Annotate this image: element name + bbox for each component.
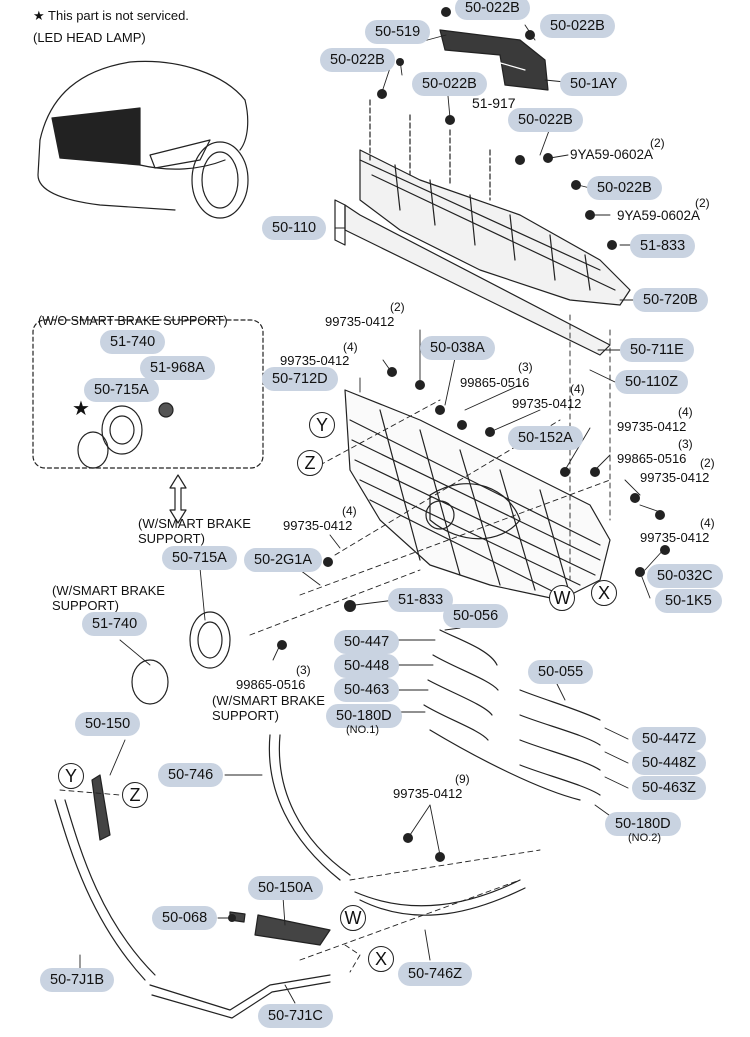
callout-50-032c[interactable]: 50-032C xyxy=(647,564,723,588)
callout-50-180d-1[interactable]: 50-180D xyxy=(326,704,402,728)
callout-50-448z[interactable]: 50-448Z xyxy=(632,751,707,775)
wo-smart-brake-label: (W/O SMART BRAKE SUPPORT) xyxy=(38,314,228,328)
upper-frame xyxy=(359,99,631,306)
callout-50-711e[interactable]: 50-711E xyxy=(620,338,694,362)
qty-99735-3: (4) xyxy=(570,382,585,396)
qty-99735-5: (2) xyxy=(700,456,715,470)
callout-50-180d-2[interactable]: 50-180D xyxy=(605,812,681,836)
callout-50-746z[interactable]: 50-746Z xyxy=(398,962,473,986)
fasteners xyxy=(228,7,670,922)
car-front-illustration xyxy=(37,60,249,219)
label-99865-0516-2[interactable]: 99865-0516 xyxy=(617,451,687,466)
callout-50-022b-1[interactable]: 50-022B xyxy=(455,0,530,20)
callout-50-022b-2[interactable]: 50-022B xyxy=(540,14,615,38)
callout-50-110[interactable]: 50-110 xyxy=(262,216,327,240)
qty-99735-6: (4) xyxy=(700,516,715,530)
label-99735-0412-8[interactable]: 99735-0412 xyxy=(393,786,463,801)
label-99735-0412-6[interactable]: 99735-0412 xyxy=(640,530,710,545)
no1-label: (NO.1) xyxy=(346,724,379,736)
callout-50-712d[interactable]: 50-712D xyxy=(262,367,338,391)
label-51-917[interactable]: 51-917 xyxy=(472,95,516,111)
callout-50-022b-6[interactable]: 50-022B xyxy=(587,176,662,200)
label-99735-0412-3[interactable]: 99735-0412 xyxy=(512,396,582,411)
qty-9ya59-1: (2) xyxy=(650,136,665,150)
qty-9ya59-2: (2) xyxy=(695,196,710,210)
label-99735-0412-1[interactable]: 99735-0412 xyxy=(325,314,395,329)
callout-50-1k5[interactable]: 50-1K5 xyxy=(655,589,722,613)
callout-51-740-2[interactable]: 51-740 xyxy=(82,612,148,636)
qty-99735-2: (4) xyxy=(343,340,358,354)
moldings xyxy=(423,629,601,801)
w-smart-brake-label-3: (W/SMART BRAKE SUPPORT) xyxy=(212,693,325,723)
callout-50-463[interactable]: 50-463 xyxy=(334,678,400,702)
callout-50-038a[interactable]: 50-038A xyxy=(420,336,495,360)
callout-50-463z[interactable]: 50-463Z xyxy=(632,776,707,800)
label-9ya59-0602a-1[interactable]: 9YA59-0602A xyxy=(570,147,654,162)
label-99735-0412-7[interactable]: 99735-0412 xyxy=(283,518,353,533)
callout-50-7j1c[interactable]: 50-7J1C xyxy=(258,1004,333,1028)
callout-50-110z[interactable]: 50-110Z xyxy=(615,370,688,394)
qty-99865-1: (3) xyxy=(518,360,533,374)
callout-50-022b-5[interactable]: 50-022B xyxy=(508,108,583,132)
callout-50-715a-2[interactable]: 50-715A xyxy=(162,546,237,570)
callout-50-056[interactable]: 50-056 xyxy=(443,604,509,628)
w-smart-brake-label-1: (W/SMART BRAKE SUPPORT) xyxy=(138,516,251,546)
ref-z: Z xyxy=(297,450,323,476)
ref-w-lower: W xyxy=(340,905,366,931)
callout-50-2g1a[interactable]: 50-2G1A xyxy=(244,548,323,572)
callout-51-833-2[interactable]: 51-833 xyxy=(388,588,454,612)
led-head-lamp-title: (LED HEAD LAMP) xyxy=(33,30,146,45)
label-99735-0412-4[interactable]: 99735-0412 xyxy=(617,419,687,434)
label-99735-0412-5[interactable]: 99735-0412 xyxy=(640,470,710,485)
callout-50-447[interactable]: 50-447 xyxy=(334,630,400,654)
w-smart-brake-label-2: (W/SMART BRAKE SUPPORT) xyxy=(52,583,165,613)
label-99865-0516-3[interactable]: 99865-0516 xyxy=(236,677,306,692)
callout-50-720b[interactable]: 50-720B xyxy=(633,288,708,312)
double-arrow xyxy=(169,474,187,524)
callout-50-7j1b[interactable]: 50-7J1B xyxy=(40,968,115,992)
callout-50-150[interactable]: 50-150 xyxy=(75,712,141,736)
ref-y: Y xyxy=(309,412,335,438)
ref-x: X xyxy=(591,580,617,606)
dashed-lines xyxy=(59,314,611,973)
callout-50-447z[interactable]: 50-447Z xyxy=(632,727,707,751)
lower-molding xyxy=(268,734,526,916)
option-box xyxy=(32,319,264,469)
callout-50-1ay[interactable]: 50-1AY xyxy=(560,72,628,96)
callout-50-055[interactable]: 50-055 xyxy=(528,660,594,684)
side-trims xyxy=(54,774,331,1019)
callout-50-715a-1[interactable]: 50-715A xyxy=(84,378,159,402)
callout-50-519[interactable]: 50-519 xyxy=(365,20,431,44)
ref-x-lower: X xyxy=(368,946,394,972)
callout-50-746[interactable]: 50-746 xyxy=(158,763,224,787)
ref-w: W xyxy=(549,585,575,611)
callout-50-448[interactable]: 50-448 xyxy=(334,654,400,678)
callout-50-068[interactable]: 50-068 xyxy=(152,906,218,930)
callout-51-968a[interactable]: 51-968A xyxy=(140,356,215,380)
callout-50-022b-3[interactable]: 50-022B xyxy=(320,48,395,72)
callout-50-150a[interactable]: 50-150A xyxy=(248,876,323,900)
callout-50-152a[interactable]: 50-152A xyxy=(508,426,583,450)
no2-label: (NO.2) xyxy=(628,832,661,844)
qty-99865-2: (3) xyxy=(678,437,693,451)
label-9ya59-0602a-2[interactable]: 9YA59-0602A xyxy=(617,208,701,223)
qty-99735-7: (4) xyxy=(342,504,357,518)
callout-51-740-1[interactable]: 51-740 xyxy=(100,330,166,354)
ref-y-lower: Y xyxy=(58,763,84,789)
qty-99735-8: (9) xyxy=(455,772,470,786)
qty-99735-4: (4) xyxy=(678,405,693,419)
emblem-parts xyxy=(77,402,231,705)
star-mark-icon: ★ xyxy=(72,398,90,420)
grille-body xyxy=(344,389,611,601)
qty-99865-3: (3) xyxy=(296,663,311,677)
callout-51-833-1[interactable]: 51-833 xyxy=(630,234,696,258)
star-note: ★ This part is not serviced. xyxy=(33,8,189,23)
qty-99735-1: (2) xyxy=(390,300,405,314)
ref-z-lower: Z xyxy=(122,782,148,808)
callout-50-022b-4[interactable]: 50-022B xyxy=(412,72,487,96)
label-99865-0516-1[interactable]: 99865-0516 xyxy=(460,375,530,390)
label-99735-0412-2[interactable]: 99735-0412 xyxy=(280,353,350,368)
